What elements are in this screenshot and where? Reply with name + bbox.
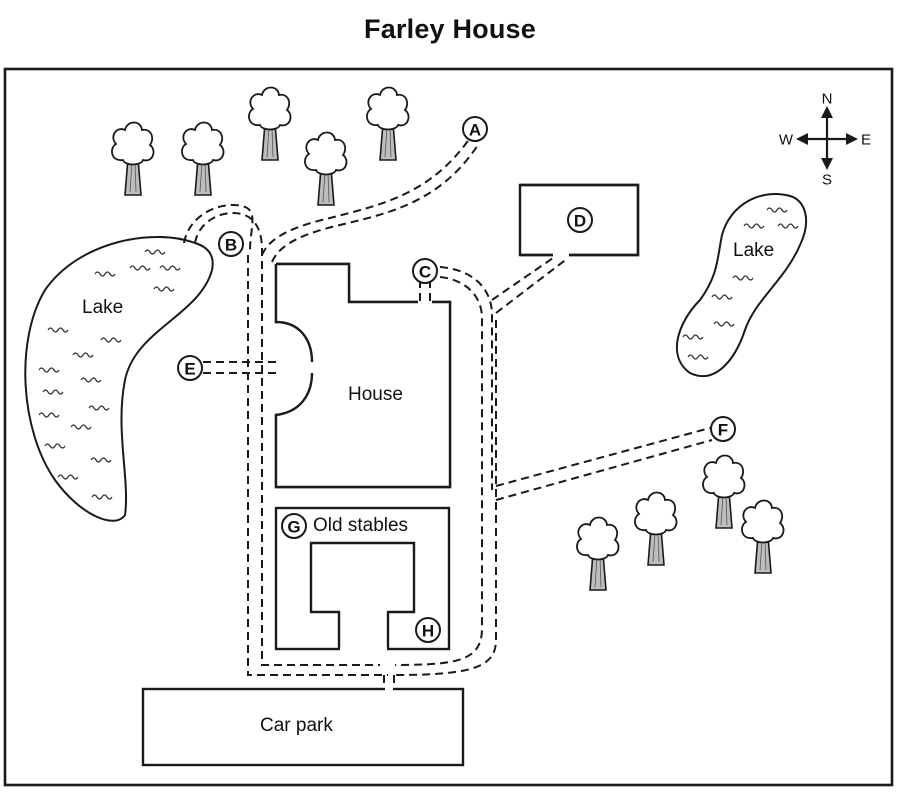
marker-label: G bbox=[287, 518, 300, 537]
marker-circle bbox=[177, 355, 203, 381]
marker-d: D bbox=[567, 207, 593, 233]
old-stables-label: Old stables bbox=[313, 515, 408, 536]
water-wave-icon bbox=[47, 327, 69, 333]
tree-icon bbox=[702, 454, 746, 529]
water-wave-icon bbox=[57, 474, 79, 480]
marker-e: E bbox=[177, 355, 203, 381]
location-markers: A B C D E F G H bbox=[177, 116, 736, 643]
marker-circle bbox=[415, 617, 441, 643]
marker-circle bbox=[567, 207, 593, 233]
marker-label: E bbox=[184, 360, 195, 379]
marker-c: C bbox=[412, 258, 438, 284]
water-wave-icon bbox=[38, 367, 60, 373]
footpaths bbox=[183, 137, 713, 690]
marker-circle bbox=[281, 513, 307, 539]
water-wave-icon bbox=[94, 271, 116, 277]
water-wave-icon bbox=[777, 223, 799, 229]
map-title: Farley House bbox=[364, 14, 536, 44]
lake-east-label: Lake bbox=[733, 240, 774, 261]
marker-circle bbox=[218, 231, 244, 257]
water-wave-icon bbox=[38, 412, 60, 418]
marker-label: A bbox=[469, 121, 481, 140]
water-wave-icon bbox=[88, 405, 110, 411]
marker-circle bbox=[412, 258, 438, 284]
marker-a: A bbox=[462, 116, 488, 142]
water-wave-icon bbox=[100, 337, 122, 343]
compass-north: N bbox=[822, 91, 833, 108]
house: House bbox=[274, 262, 452, 489]
water-wave-icon bbox=[144, 249, 166, 255]
water-wave-icon bbox=[766, 207, 788, 213]
car-park-label: Car park bbox=[260, 715, 333, 736]
lake-west: Lake bbox=[24, 236, 214, 522]
tree-icon bbox=[248, 86, 292, 161]
marker-label: B bbox=[225, 236, 237, 255]
compass-east: E bbox=[861, 132, 871, 149]
tree-icon bbox=[111, 121, 155, 196]
marker-label: D bbox=[574, 212, 586, 231]
marker-label: F bbox=[718, 421, 728, 440]
water-wave-icon bbox=[159, 265, 181, 271]
tree-icon bbox=[366, 86, 410, 161]
compass-south: S bbox=[822, 172, 832, 189]
tree-icon bbox=[304, 131, 348, 206]
marker-b: B bbox=[218, 231, 244, 257]
marker-circle bbox=[710, 416, 736, 442]
water-wave-icon bbox=[687, 354, 709, 360]
lake-west-label: Lake bbox=[82, 297, 123, 318]
water-wave-icon bbox=[72, 352, 94, 358]
tree-icon bbox=[576, 516, 620, 591]
water-wave-icon bbox=[153, 286, 175, 292]
tree-icon bbox=[741, 499, 785, 574]
water-wave-icon bbox=[91, 494, 113, 500]
trees bbox=[111, 86, 785, 591]
lake-east: Lake bbox=[675, 193, 808, 378]
water-wave-icon bbox=[711, 294, 733, 300]
water-wave-icon bbox=[713, 321, 735, 327]
water-wave-icon bbox=[70, 424, 92, 430]
water-wave-icon bbox=[743, 223, 765, 229]
water-wave-icon bbox=[44, 443, 66, 449]
water-wave-icon bbox=[732, 275, 754, 281]
tree-icon bbox=[181, 121, 225, 196]
map-border bbox=[3, 67, 894, 787]
marker-f: F bbox=[710, 416, 736, 442]
house-label: House bbox=[348, 384, 403, 405]
marker-label: C bbox=[419, 263, 431, 282]
water-wave-icon bbox=[129, 265, 151, 271]
water-wave-icon bbox=[80, 377, 102, 383]
compass-icon: N S W E bbox=[779, 91, 871, 189]
marker-g: G bbox=[281, 513, 307, 539]
marker-circle bbox=[462, 116, 488, 142]
marker-h: H bbox=[415, 617, 441, 643]
compass-west: W bbox=[779, 132, 794, 149]
water-wave-icon bbox=[90, 457, 112, 463]
tree-icon bbox=[634, 491, 678, 566]
marker-label: H bbox=[422, 622, 434, 641]
car-park: Car park bbox=[141, 687, 465, 767]
water-wave-icon bbox=[42, 389, 64, 395]
water-wave-icon bbox=[682, 334, 704, 340]
